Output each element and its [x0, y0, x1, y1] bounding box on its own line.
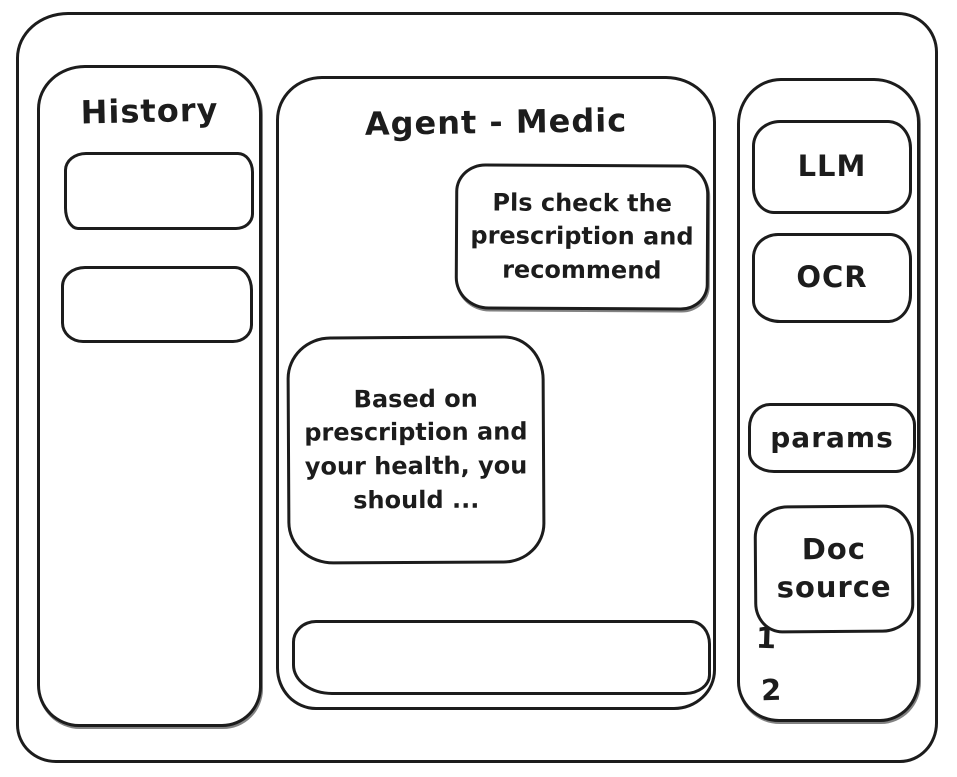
history-panel-title: History [80, 90, 219, 132]
chat-input[interactable] [292, 620, 711, 695]
chat-panel: Agent - Medic Pls check the prescription… [276, 76, 716, 710]
history-panel: History [37, 65, 262, 727]
history-item[interactable] [64, 152, 254, 230]
doc-source-item-1[interactable]: 1 [755, 620, 777, 656]
params-button[interactable]: params [748, 403, 916, 473]
user-message-bubble: Pls check the prescription and recommend [454, 163, 710, 311]
llm-button[interactable]: LLM [752, 120, 912, 214]
history-item[interactable] [61, 266, 253, 343]
agent-message-bubble: Based on prescription and your health, y… [286, 335, 546, 565]
ocr-button[interactable]: OCR [752, 233, 912, 323]
doc-source-item-2[interactable]: 2 [760, 672, 782, 708]
tools-panel: LLM OCR params Doc source 1 2 [737, 78, 920, 722]
doc-source-button[interactable]: Doc source [753, 504, 915, 634]
chat-title: Agent - Medic [364, 101, 628, 143]
